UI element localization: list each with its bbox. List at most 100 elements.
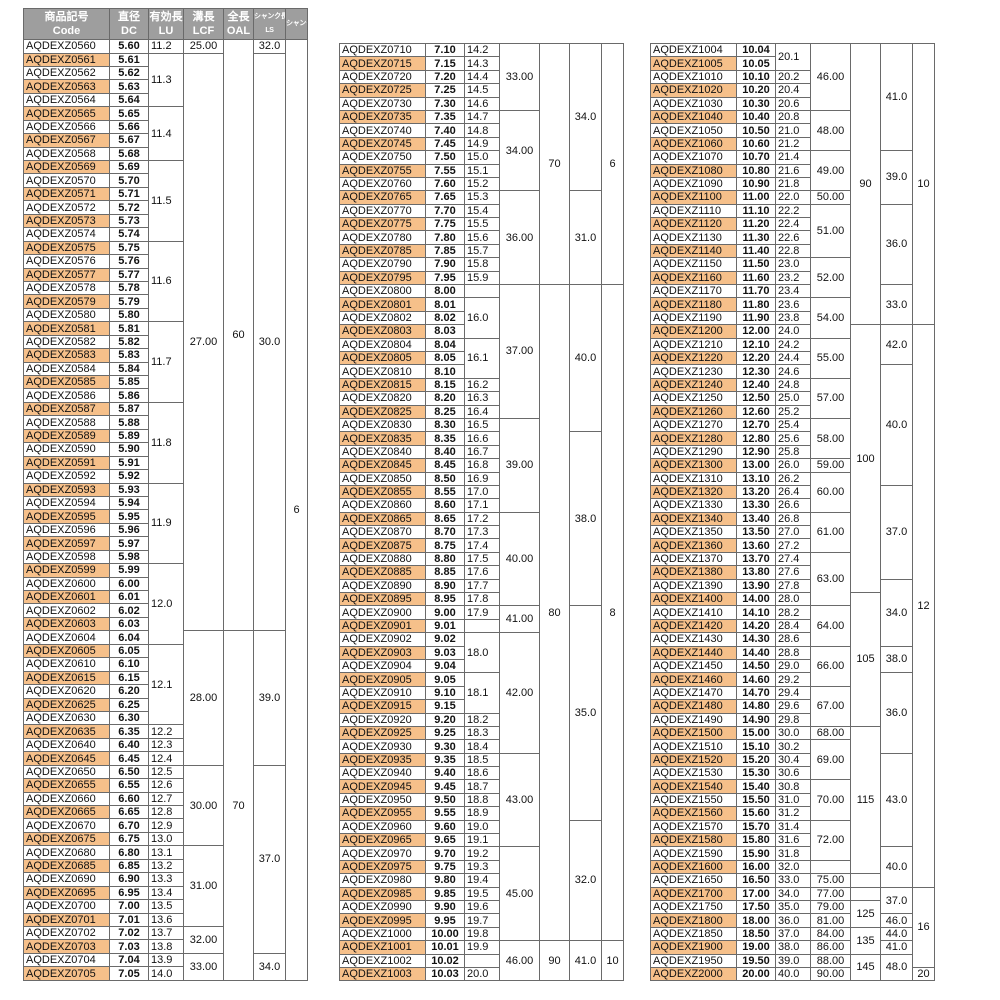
value-lu: 25.0: [775, 391, 811, 406]
product-code: AQDEXZ0590: [23, 442, 110, 457]
value-lu: 27.2: [775, 538, 811, 553]
diameter-dc: 9.90: [425, 899, 465, 915]
diameter-dc: 6.40: [109, 737, 149, 753]
diameter-dc: 7.03: [109, 939, 149, 954]
value-oal: 145: [850, 953, 881, 982]
diameter-dc: 5.84: [109, 361, 149, 377]
diameter-dc: 11.10: [736, 203, 776, 219]
value-lcf: 27.00: [183, 52, 224, 632]
value-lu: 13.3: [148, 872, 184, 887]
value-oal: 70: [539, 42, 570, 286]
value-lu: 16.1: [464, 337, 500, 379]
value-lu: 18.6: [464, 766, 500, 781]
diameter-dc: 9.65: [425, 833, 465, 848]
product-code: AQDEXZ1700: [650, 886, 737, 902]
diameter-dc: 12.90: [736, 444, 776, 460]
diameter-dc: 13.20: [736, 484, 776, 500]
product-code: AQDEXZ0600: [23, 576, 110, 592]
product-code: AQDEXZ0690: [23, 872, 110, 887]
diameter-dc: 10.70: [736, 150, 776, 165]
product-code: AQDEXZ0576: [23, 254, 110, 269]
diameter-dc: 6.05: [109, 643, 149, 659]
diameter-dc: 8.50: [425, 471, 465, 486]
product-code: AQDEXZ0875: [339, 538, 426, 553]
product-code: AQDEXZ0835: [339, 431, 426, 446]
diameter-dc: 5.60: [109, 39, 149, 54]
column-header-dcon: シャンク径: [285, 7, 308, 41]
value-lu: 17.4: [464, 538, 500, 553]
table-left: 商品記号Code直径DC有効長LU溝長LCF全長OALシャンク長LSシャンク径A…: [23, 7, 308, 982]
product-code: AQDEXZ0720: [339, 69, 426, 85]
product-code: AQDEXZ0573: [23, 213, 110, 229]
value-lu: 30.6: [775, 766, 811, 781]
product-code: AQDEXZ0640: [23, 737, 110, 753]
diameter-dc: 8.03: [425, 324, 465, 339]
diameter-dc: 11.70: [736, 284, 776, 299]
product-code: AQDEXZ1470: [650, 685, 737, 701]
value-lcf: 48.00: [810, 109, 851, 152]
diameter-dc: 14.40: [736, 645, 776, 660]
diameter-dc: 5.82: [109, 334, 149, 350]
diameter-dc: 8.85: [425, 565, 465, 580]
diameter-dc: 5.94: [109, 495, 149, 511]
diameter-dc: 6.60: [109, 791, 149, 807]
diameter-dc: 10.02: [425, 953, 465, 968]
diameter-dc: 17.00: [736, 886, 776, 902]
diameter-dc: 6.20: [109, 684, 149, 699]
product-code: AQDEXZ0704: [23, 952, 110, 968]
diameter-dc: 5.63: [109, 79, 149, 94]
value-lu: 29.8: [775, 712, 811, 727]
diameter-dc: 11.40: [736, 243, 776, 259]
value-lu: 15.1: [464, 163, 500, 178]
column-header-jp: シャンク長: [254, 13, 286, 21]
diameter-dc: 7.02: [109, 925, 149, 941]
value-ls: 35.0: [569, 605, 602, 821]
value-lu: 21.2: [775, 136, 811, 152]
product-code: AQDEXZ0900: [339, 605, 426, 620]
diameter-dc: 7.30: [425, 96, 465, 111]
product-code: AQDEXZ0605: [23, 643, 110, 659]
value-lu: 12.7: [148, 791, 184, 807]
value-lcf: 60.00: [810, 471, 851, 513]
product-code: AQDEXZ0780: [339, 230, 426, 245]
value-lu: 12.0: [148, 563, 184, 645]
product-code: AQDEXZ0581: [23, 321, 110, 336]
diameter-dc: 5.79: [109, 294, 149, 309]
product-code: AQDEXZ0880: [339, 551, 426, 567]
product-code: AQDEXZ1600: [650, 859, 737, 875]
product-code: AQDEXZ1410: [650, 605, 737, 620]
value-lu: 14.0: [148, 966, 184, 981]
product-code: AQDEXZ0598: [23, 549, 110, 565]
product-code: AQDEXZ1330: [650, 498, 737, 513]
value-lcf: 81.00: [810, 913, 851, 928]
diameter-dc: 15.30: [736, 766, 776, 781]
value-lu: 18.3: [464, 725, 500, 741]
product-code: AQDEXZ0985: [339, 886, 426, 902]
value-lu: 14.9: [464, 136, 500, 152]
value-lu: 19.2: [464, 846, 500, 861]
diameter-dc: 6.45: [109, 751, 149, 766]
diameter-dc: 5.88: [109, 415, 149, 430]
